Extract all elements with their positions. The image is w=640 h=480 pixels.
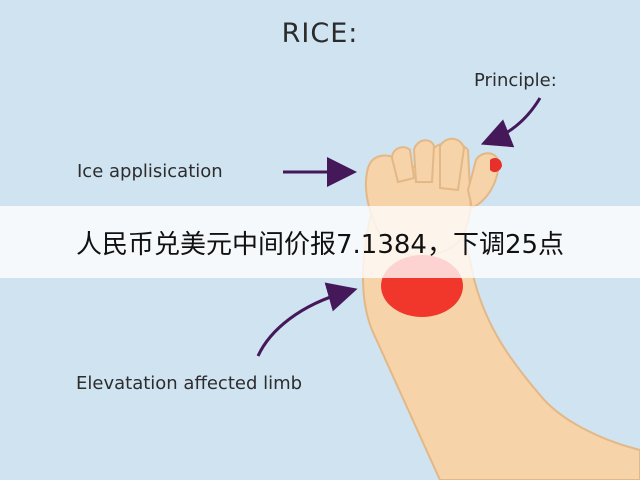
finger-ring [439,137,466,192]
banner-text: 人民币兑美元中间价报7.1384，下调25点 [75,229,565,260]
arrow-elevation [256,282,358,357]
finger-middle [412,139,436,183]
finger-index [390,146,416,184]
label-elevation: Elevatation affected limb [76,373,303,394]
diagram-title: RICE: [281,18,359,49]
label-ice-application: Ice applisication [77,161,223,182]
news-banner: 人民币兑美元中间价报7.1384，下调25点 [0,206,640,278]
fingernail [490,158,502,173]
arrow-principle [480,97,542,148]
label-principle: Principle: [474,70,557,91]
